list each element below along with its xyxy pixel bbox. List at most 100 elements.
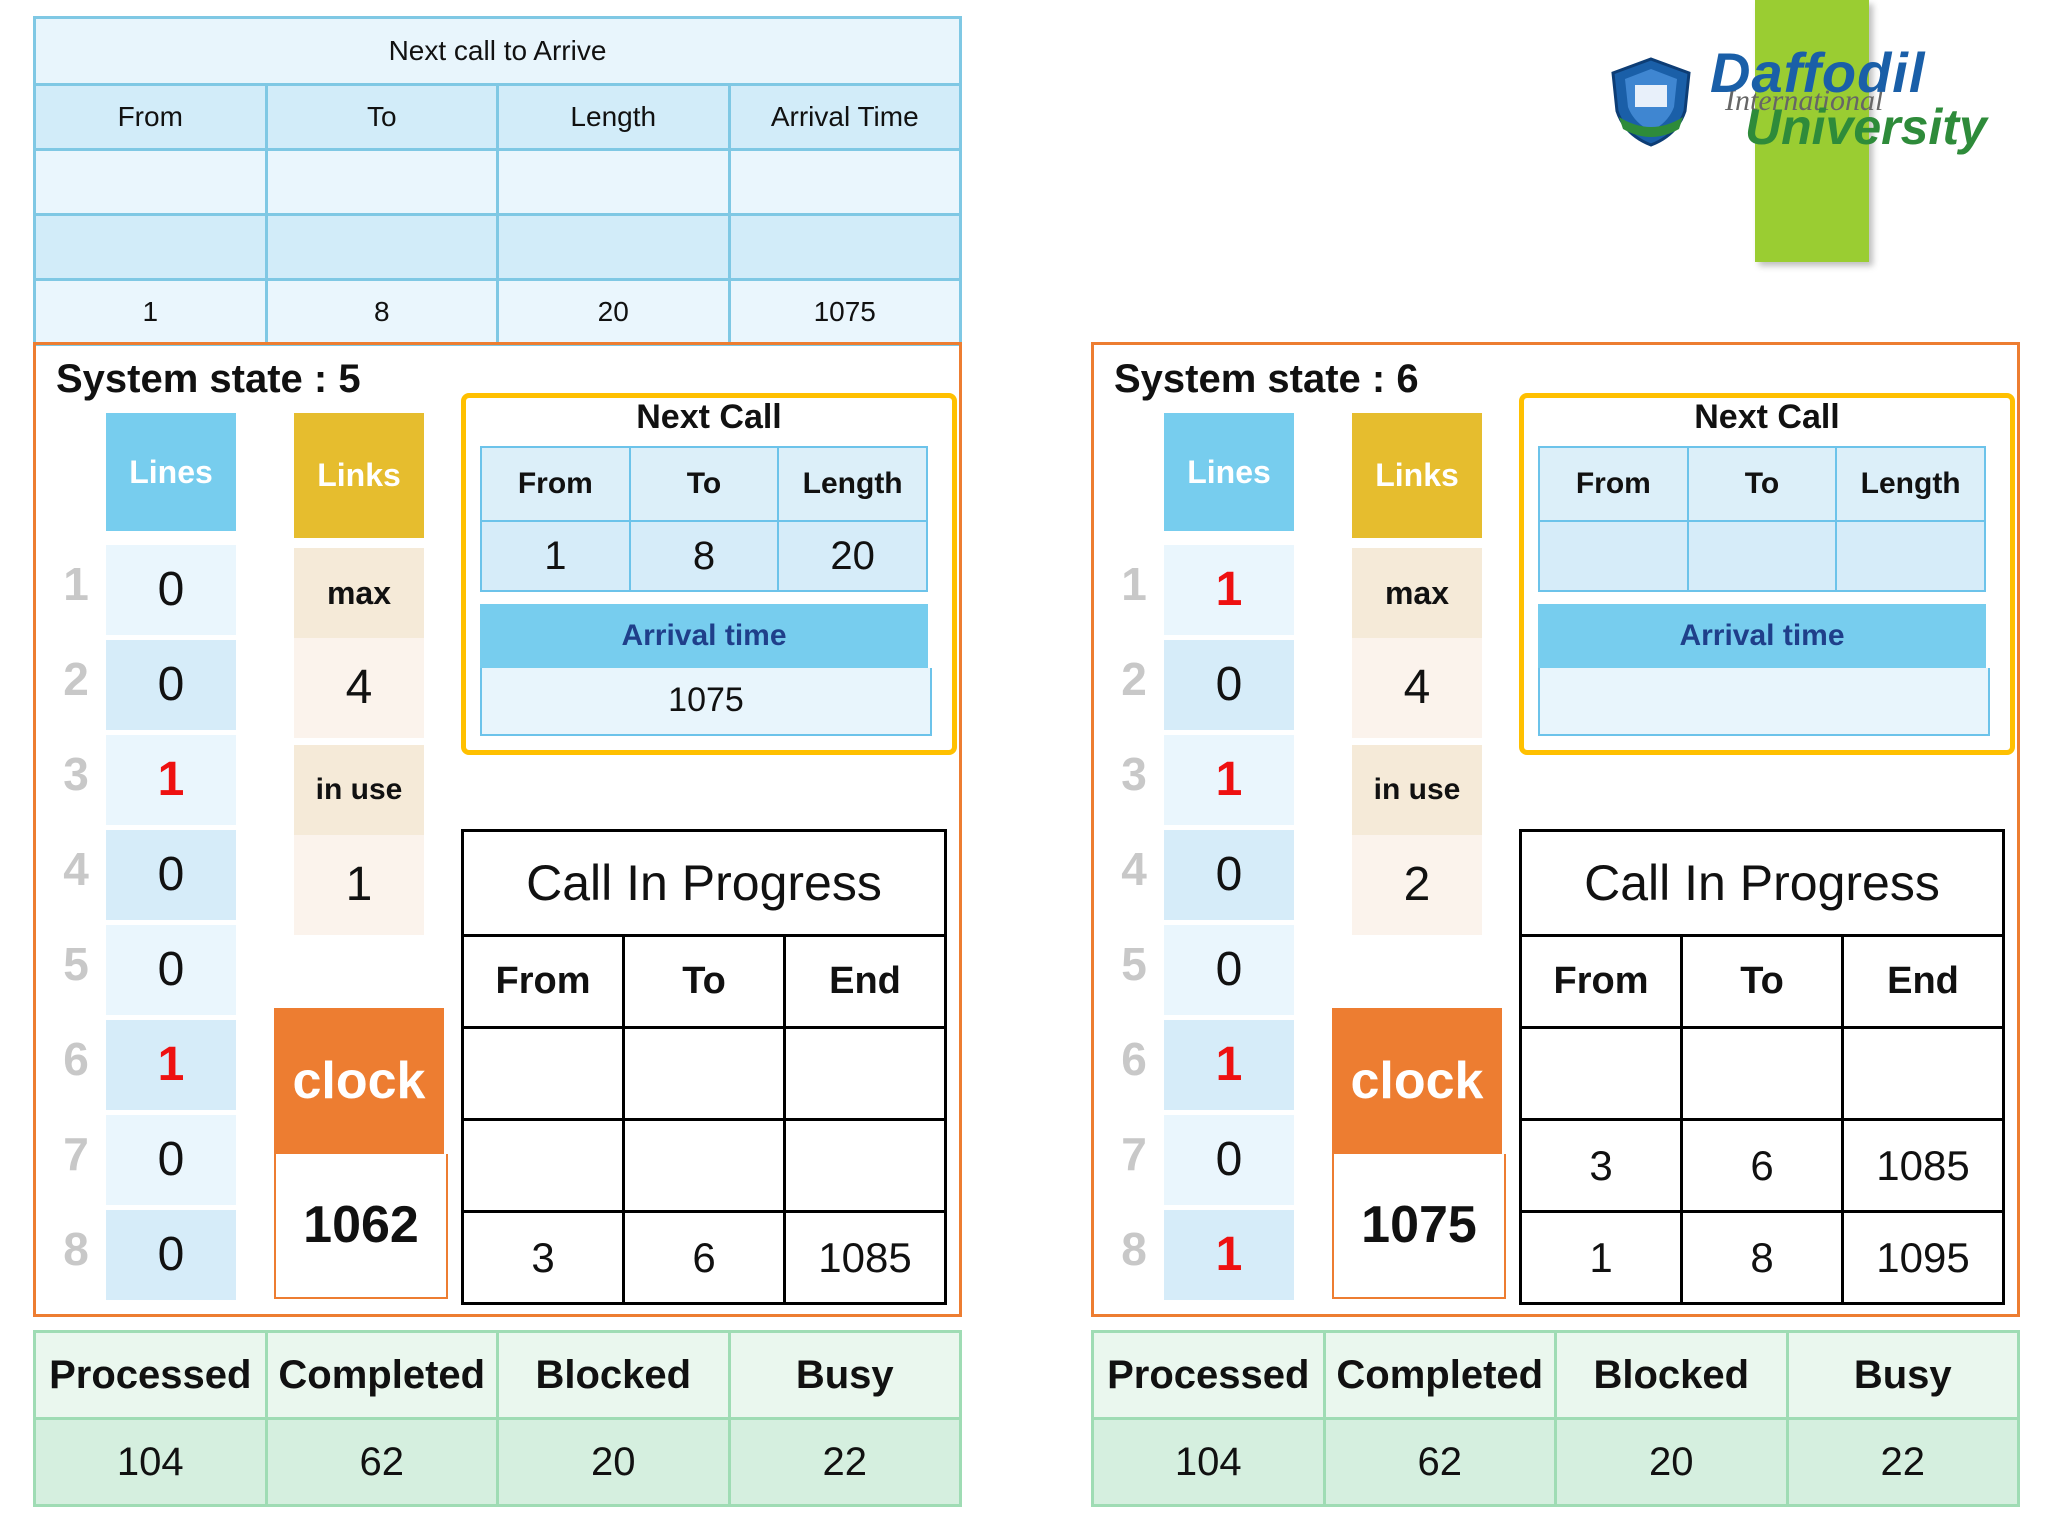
cip-header-from: From	[461, 934, 625, 1029]
table-cell: 6	[622, 1210, 786, 1305]
stat-blocked: 20	[1554, 1417, 1789, 1507]
stat-busy: 22	[727, 1417, 962, 1507]
arrival-time-label: Arrival time	[1538, 604, 1986, 668]
line-status: 0	[1164, 1115, 1294, 1205]
table-cell: 1085	[783, 1210, 947, 1305]
line-status: 0	[106, 1210, 236, 1300]
line-status: 1	[106, 1020, 236, 1110]
system-state-label: System state : 6	[1114, 357, 1419, 401]
line-number: 4	[1121, 843, 1147, 895]
next-call-to	[1686, 520, 1838, 592]
stat-header-busy: Busy	[727, 1330, 962, 1420]
stat-header-processed: Processed	[33, 1330, 268, 1420]
links-max-label: max	[1352, 548, 1482, 638]
table-cell	[461, 1118, 625, 1213]
cip-header-end: End	[1841, 934, 2005, 1029]
links-in-use-label: in use	[1352, 745, 1482, 835]
line-number: 1	[1121, 558, 1147, 610]
next-call-from	[1538, 520, 1689, 592]
logo-text-university: University	[1745, 99, 1987, 155]
table-cell	[783, 1026, 947, 1121]
next-call-header-length: Length	[777, 446, 928, 522]
table-row	[461, 1026, 947, 1121]
line-number: 3	[1121, 748, 1147, 800]
table-cell: 1075	[727, 278, 962, 346]
line-number: 2	[63, 653, 89, 705]
table-cell	[264, 148, 499, 216]
arrival-time-label: Arrival time	[480, 604, 928, 668]
line-number: 4	[63, 843, 89, 895]
table-row	[461, 1118, 947, 1213]
arrival-time-value: 1075	[480, 668, 932, 736]
table-cell	[496, 213, 731, 281]
arrive-header-to: To	[264, 83, 499, 151]
table-cell	[461, 1026, 625, 1121]
next-call-header-to: To	[1686, 446, 1838, 522]
line-number: 7	[1121, 1128, 1147, 1180]
next-call-header-from: From	[480, 446, 631, 522]
next-call-to-arrive-table: Next call to Arrive From To Length Arriv…	[33, 16, 962, 346]
cip-header-to: To	[622, 934, 786, 1029]
line-status: 0	[106, 640, 236, 730]
table-cell	[1841, 1026, 2005, 1121]
links-in-use-value: 1	[294, 835, 424, 935]
table-row	[33, 148, 962, 216]
line-status: 0	[106, 925, 236, 1015]
line-status: 1	[1164, 735, 1294, 825]
table-cell	[33, 148, 268, 216]
next-call-header-from: From	[1538, 446, 1689, 522]
line-number: 5	[63, 938, 89, 990]
stat-header-busy: Busy	[1785, 1330, 2020, 1420]
stats-table: Processed Completed Blocked Busy 104 62 …	[1091, 1330, 2020, 1507]
table-cell: 3	[1519, 1118, 1683, 1213]
line-status: 0	[1164, 925, 1294, 1015]
table-cell	[783, 1118, 947, 1213]
stat-header-blocked: Blocked	[1554, 1330, 1789, 1420]
links-max-label: max	[294, 548, 424, 638]
links-in-use-value: 2	[1352, 835, 1482, 935]
stat-blocked: 20	[496, 1417, 731, 1507]
links-max-value: 4	[1352, 638, 1482, 738]
links-header: Links	[1352, 413, 1482, 538]
call-in-progress-title: Call In Progress	[461, 829, 947, 937]
line-number: 3	[63, 748, 89, 800]
table-cell: 6	[1680, 1118, 1844, 1213]
line-number: 2	[1121, 653, 1147, 705]
line-status: 1	[1164, 545, 1294, 635]
arrive-header-arrival-time: Arrival Time	[727, 83, 962, 151]
stat-completed: 62	[1322, 1417, 1557, 1507]
next-call-length	[1835, 520, 1986, 592]
line-status: 1	[1164, 1210, 1294, 1300]
line-status: 1	[1164, 1020, 1294, 1110]
university-crest-icon	[1611, 57, 1691, 147]
lines-header: Lines	[1164, 413, 1294, 531]
line-number: 6	[63, 1033, 89, 1085]
table-cell: 1	[33, 278, 268, 346]
stat-header-completed: Completed	[264, 1330, 499, 1420]
stats-table: Processed Completed Blocked Busy 104 62 …	[33, 1330, 962, 1507]
next-call-from: 1	[480, 520, 631, 592]
table-cell: 1085	[1841, 1118, 2005, 1213]
next-call-length: 20	[777, 520, 928, 592]
links-max-value: 4	[294, 638, 424, 738]
cip-header-from: From	[1519, 934, 1683, 1029]
cip-header-to: To	[1680, 934, 1844, 1029]
system-state-label: System state : 5	[56, 357, 361, 401]
table-cell: 3	[461, 1210, 625, 1305]
next-call-title: Next Call	[1694, 398, 1840, 436]
line-status: 0	[1164, 640, 1294, 730]
table-cell	[496, 148, 731, 216]
clock-label: clock	[1332, 1008, 1502, 1154]
table-cell: 8	[1680, 1210, 1844, 1305]
lines-header: Lines	[106, 413, 236, 531]
arrive-table-title: Next call to Arrive	[33, 16, 962, 86]
next-call-header-length: Length	[1835, 446, 1986, 522]
stat-processed: 104	[1091, 1417, 1326, 1507]
clock-label: clock	[274, 1008, 444, 1154]
table-row	[1519, 1026, 2005, 1121]
line-status: 1	[106, 735, 236, 825]
